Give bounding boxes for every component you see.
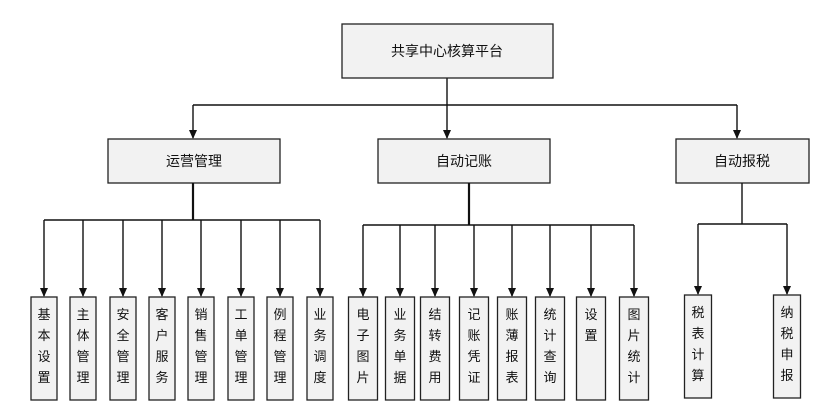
leaf-node-operations-8: 业务调度 [306, 296, 334, 401]
leaf-label: 结转费用 [428, 308, 441, 386]
leaf-box [347, 296, 379, 401]
leaf-node-bookkeeping-4: 记账凭证 [458, 296, 490, 401]
leaf-box [496, 296, 528, 401]
root-connectors [189, 78, 741, 139]
leaf-label: 纳税申报 [780, 306, 793, 384]
root-label: 共享中心核算平台 [391, 43, 503, 60]
leaf-node-operations-1: 基本设置 [30, 296, 58, 401]
root-box [341, 23, 554, 79]
leaf-node-operations-6: 工单管理 [227, 296, 255, 401]
branch-node-auto-tax: 自动报税 [675, 138, 810, 184]
leaf-box [618, 296, 650, 401]
leaf-label: 账薄报表 [505, 308, 518, 386]
branch-label-auto-tax: 自动报税 [714, 154, 770, 170]
leaf-label: 主体管理 [76, 308, 89, 386]
leaf-label: 基本设置 [37, 308, 50, 386]
leaf-box [683, 294, 713, 399]
leaf-node-bookkeeping-7: 设置 [575, 296, 607, 401]
leaf-box [772, 294, 802, 399]
branch-box-auto-tax [675, 138, 810, 184]
leaf-nodes: 基本设置 主体管理 安全管理 客户服务 销售管理 工单管理 例程管理 业务调度 电子图片 业务单据… [30, 294, 802, 401]
leaf-label: 税表计算 [691, 306, 704, 384]
bookkeeping-connectors [359, 183, 638, 297]
leaf-box [458, 296, 490, 401]
leaf-label: 工单管理 [234, 308, 247, 386]
leaf-label: 安全管理 [116, 308, 129, 386]
leaf-label: 电子图片 [356, 308, 369, 386]
leaf-label: 业务单据 [393, 308, 406, 386]
leaf-node-tax-1: 税表计算 [683, 294, 713, 399]
leaf-node-operations-7: 例程管理 [266, 296, 294, 401]
leaf-node-operations-4: 客户服务 [148, 296, 176, 401]
leaf-label: 设置 [584, 308, 597, 344]
leaf-box [227, 296, 255, 401]
leaf-label: 图片统计 [627, 308, 640, 386]
leaf-node-tax-2: 纳税申报 [772, 294, 802, 399]
leaf-node-bookkeeping-8: 图片统计 [618, 296, 650, 401]
branch-label-operations: 运营管理 [166, 154, 222, 170]
leaf-box [69, 296, 97, 401]
leaf-box [187, 296, 215, 401]
leaf-node-bookkeeping-5: 账薄报表 [496, 296, 528, 401]
leaf-node-operations-3: 安全管理 [109, 296, 137, 401]
leaf-node-operations-5: 销售管理 [187, 296, 215, 401]
branch-box-auto-bookkeeping [377, 138, 551, 184]
leaf-box [266, 296, 294, 401]
root-node: 共享中心核算平台 [341, 23, 554, 79]
leaf-box [534, 296, 566, 401]
leaf-label: 销售管理 [194, 308, 207, 386]
operations-connectors [40, 183, 324, 297]
leaf-box [306, 296, 334, 401]
branch-label-auto-bookkeeping: 自动记账 [436, 154, 492, 170]
tax-connectors [694, 183, 791, 295]
leaf-label: 例程管理 [273, 308, 286, 386]
leaf-node-bookkeeping-2: 业务单据 [384, 296, 416, 401]
branch-node-operations: 运营管理 [107, 138, 281, 184]
leaf-box [109, 296, 137, 401]
branch-node-auto-bookkeeping: 自动记账 [377, 138, 551, 184]
leaf-box [419, 296, 451, 401]
leaf-box [575, 296, 607, 401]
leaf-label: 业务调度 [313, 308, 326, 386]
leaf-label: 统计查询 [543, 308, 556, 386]
leaf-box [384, 296, 416, 401]
leaf-box [148, 296, 176, 401]
leaf-node-operations-2: 主体管理 [69, 296, 97, 401]
leaf-node-bookkeeping-3: 结转费用 [419, 296, 451, 401]
leaf-box [30, 296, 58, 401]
leaf-label: 客户服务 [155, 307, 168, 386]
leaf-node-bookkeeping-6: 统计查询 [534, 296, 566, 401]
leaf-label: 记账凭证 [467, 308, 480, 386]
leaf-node-bookkeeping-1: 电子图片 [347, 296, 379, 401]
